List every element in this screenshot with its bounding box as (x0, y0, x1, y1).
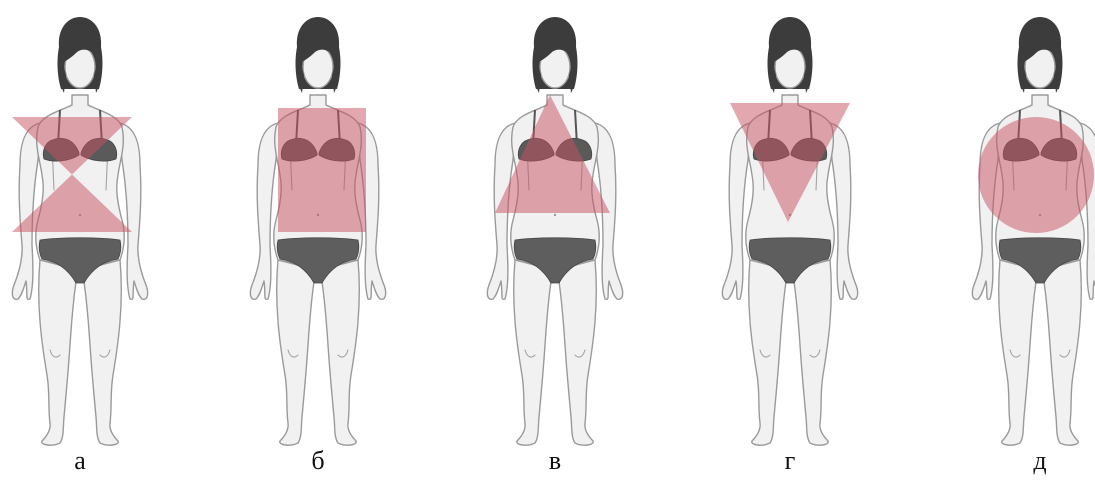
figure-label-g: г (750, 446, 830, 476)
body-silhouette (487, 17, 622, 445)
rectangle-shape-overlay (278, 108, 366, 232)
figure-label-v: в (515, 446, 595, 476)
figure-circle (972, 17, 1095, 445)
figure-label-a: а (40, 446, 120, 476)
body-silhouette (722, 17, 857, 445)
figure-hourglass (12, 17, 148, 445)
circle-shape-overlay (978, 117, 1094, 233)
figure-triangle (487, 17, 622, 445)
figure-label-b: б (278, 446, 358, 476)
figure-inverted-triangle (722, 17, 857, 445)
figure-label-d: д (1000, 446, 1080, 476)
figure-rectangle (250, 17, 385, 445)
